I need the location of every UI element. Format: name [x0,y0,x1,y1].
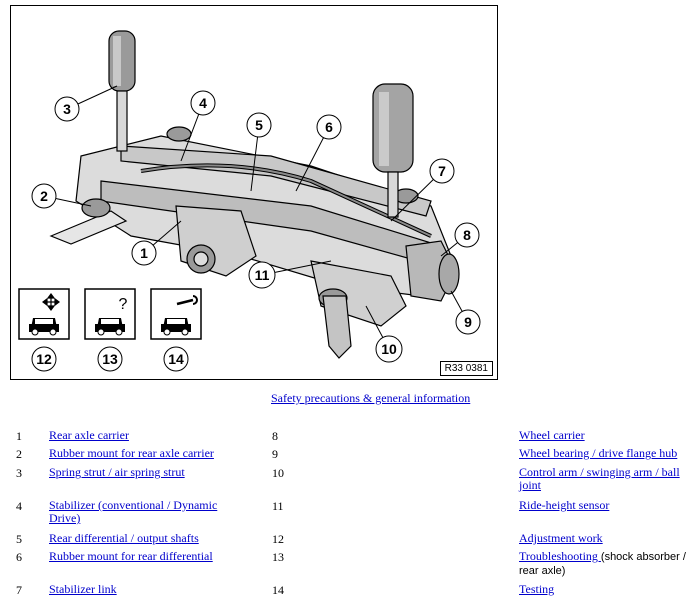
car-arrows-icon [29,293,60,336]
info-box-14[interactable] [150,288,202,340]
callout-10: 10 [375,335,403,363]
svg-text:12: 12 [36,351,52,367]
figure-code: R33 0381 [439,361,493,376]
link-stabilizer[interactable]: Stabilizer (conventional / Dynamic Drive… [49,498,218,525]
item-number: 2 [16,447,22,461]
svg-text:5: 5 [255,117,263,133]
svg-text:9: 9 [464,314,472,330]
svg-text:2: 2 [40,188,48,204]
axle-carrier-drawing [49,126,460,359]
item-number: 10 [272,466,284,480]
item-number: 4 [16,499,22,513]
link-wheel-carrier[interactable]: Wheel carrier [519,428,585,442]
callout-2: 2 [31,183,57,209]
item-number: 9 [272,447,278,461]
car-question-icon: ? [95,296,128,336]
callout-7: 7 [429,158,455,184]
svg-text:10: 10 [381,341,397,357]
svg-text:?: ? [119,296,128,313]
item-number: 6 [16,550,22,564]
link-troubleshooting[interactable]: Troubleshooting [519,549,601,563]
car-wrench-icon [161,295,198,336]
svg-text:6: 6 [325,119,333,135]
link-wheel-bearing-drive-flange-hub[interactable]: Wheel bearing / drive flange hub [519,446,678,460]
left-air-spring-drawing [108,30,136,152]
callout-6: 6 [316,114,342,140]
link-control-arm[interactable]: Control arm / swinging arm / ball joint [519,465,680,492]
item-number: 8 [272,429,278,443]
callout-12: 12 [31,346,57,372]
svg-text:1: 1 [140,245,148,261]
link-testing[interactable]: Testing [519,582,555,596]
link-rear-axle-carrier[interactable]: Rear axle carrier [49,428,129,442]
rear-axle-drawing: 1 2 3 4 5 6 7 8 9 10 11 12 [18,30,481,372]
item-number: 12 [272,532,284,546]
item-number: 13 [272,550,284,564]
callout-5: 5 [246,112,272,138]
svg-text:3: 3 [63,101,71,117]
item-number: 7 [16,583,22,597]
callout-9: 9 [455,309,481,335]
link-stabilizer-link[interactable]: Stabilizer link [49,582,117,596]
svg-text:7: 7 [438,163,446,179]
svg-text:13: 13 [102,351,118,367]
item-number: 3 [16,466,22,480]
info-box-13[interactable]: ? [84,288,136,340]
svg-text:8: 8 [463,227,471,243]
troubleshooting-note: (shock absorber / rear axle) [519,551,686,577]
callout-13: 13 [97,346,123,372]
link-rubber-mount-rear-differential[interactable]: Rubber mount for rear differential [49,549,213,563]
safety-precautions-link[interactable]: Safety precautions & general information [271,391,471,405]
callout-3: 3 [54,96,80,122]
svg-text:4: 4 [199,95,207,111]
item-number: 5 [16,532,22,546]
link-spring-strut[interactable]: Spring strut / air spring strut [49,465,185,479]
callout-11: 11 [248,261,276,289]
link-rear-differential[interactable]: Rear differential / output shafts [49,531,199,545]
callout-8: 8 [454,222,480,248]
link-rubber-mount-rear-axle-carrier[interactable]: Rubber mount for rear axle carrier [49,446,214,460]
link-ride-height-sensor[interactable]: Ride-height sensor [519,498,610,512]
right-air-spring-drawing [372,83,414,218]
callout-1: 1 [131,240,157,266]
item-number: 11 [272,499,284,513]
item-number: 14 [272,583,284,597]
callout-4: 4 [190,90,216,116]
rear-axle-diagram: 1 2 3 4 5 6 7 8 9 10 11 12 [10,5,498,380]
svg-text:14: 14 [168,351,184,367]
link-adjustment-work[interactable]: Adjustment work [519,531,603,545]
item-number: 1 [16,429,22,443]
info-box-12[interactable] [18,288,70,340]
callout-14: 14 [163,346,189,372]
svg-text:11: 11 [255,267,270,283]
